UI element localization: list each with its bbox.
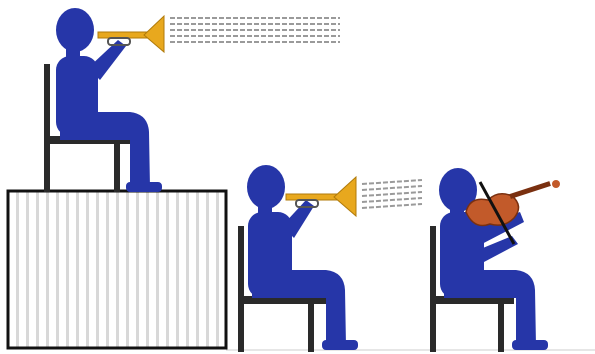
- trumpet-icon: [98, 16, 164, 52]
- figure-trumpet-player-floor: [238, 165, 422, 352]
- figure-violinist-floor: [430, 168, 560, 352]
- sound-waves-icon: [362, 180, 422, 208]
- riser: [8, 191, 226, 348]
- sound-waves-icon: [170, 18, 340, 42]
- trumpet-icon: [286, 177, 356, 216]
- figure-trumpet-player-riser: [44, 8, 340, 192]
